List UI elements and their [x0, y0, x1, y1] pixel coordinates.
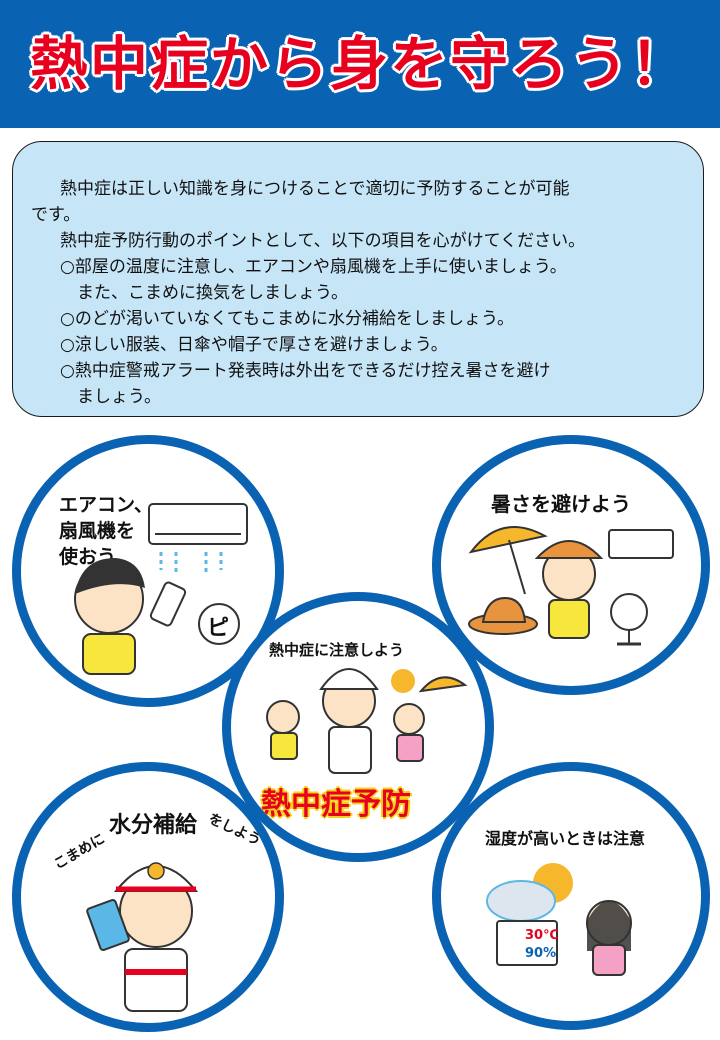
intro-line: 熱中症予防行動のポイントとして、以下の項目を心がけてください。 [43, 231, 586, 251]
intro-line: ○のどが渇いていなくてもこまめに水分補給をしましょう。 [43, 309, 514, 329]
page-title: 熱中症から身を守ろう！ [29, 30, 690, 98]
remote-icon [149, 581, 187, 627]
parasol-icon [468, 526, 548, 595]
avoid-heat-illustration: 暑さを避けよう [432, 435, 710, 695]
center-caption: 熱中症に注意しよう [269, 641, 405, 659]
child-icon [266, 700, 300, 760]
parasol-icon [418, 676, 468, 693]
girl-icon [586, 900, 632, 976]
aircon-illustration: エアコン、 扇風機を 使おう ピ [12, 435, 284, 707]
thermometer-panel-icon [496, 920, 558, 966]
intro-line: です。 [31, 205, 81, 225]
center-illustration: 熱中症に注意しよう 熱中症予防 [222, 592, 494, 862]
speech-bubble-icon [198, 603, 240, 645]
sun-icon [391, 669, 415, 693]
girl-icon [393, 703, 425, 762]
intro-line: ○熱中症警戒アラート発表時は外出をできるだけ控え暑さを避け [43, 361, 551, 381]
child-icon [534, 540, 604, 639]
humidity-caption: 湿度が高いときは注意 [485, 829, 646, 848]
water-glass-icon [86, 899, 130, 951]
temperature-readout: 30℃ [525, 928, 559, 943]
humidity-illustration: 湿度が高いときは注意 30℃ 90% [432, 762, 710, 1030]
water-illustration: こまめに 水分補給 をしよう [12, 762, 284, 1032]
aircon-caption-1: エアコン、 [59, 494, 153, 516]
aircon-caption-2: 扇風機を [59, 520, 136, 542]
intro-line: 熱中症は正しい知識を身につけることで適切に予防することが可能 [43, 179, 570, 199]
intro-line: ○部屋の温度に注意し、エアコンや扇風機を上手に使いましょう。 [43, 257, 567, 277]
prevention-banner: 熱中症予防 [261, 787, 411, 822]
air-conditioner-icon [148, 503, 248, 574]
avoid-heat-caption: 暑さを避けよう [491, 492, 631, 516]
boy-icon [74, 558, 145, 675]
humidity-readout: 90% [525, 946, 557, 961]
rescuer-icon [113, 862, 199, 1012]
intro-line: ○涼しい服装、日傘や帽子で厚さを避けましょう。 [43, 335, 448, 355]
intro-line: ましょう。 [43, 387, 161, 407]
cloud-icon [486, 880, 556, 922]
water-caption-main: 水分補給 [109, 813, 198, 838]
title-banner: 熱中症から身を守ろう！ [0, 0, 720, 128]
intro-line: また、こまめに換気をしましょう。 [43, 283, 348, 303]
hat-icon [468, 596, 538, 635]
air-conditioner-icon [608, 529, 674, 559]
intro-panel: 熱中症は正しい知識を身につけることで適切に予防することが可能 です。 熱中症予防… [12, 141, 704, 417]
rescuer-icon [319, 668, 379, 774]
fan-icon [610, 593, 648, 646]
remote-beep-text: ピ [207, 616, 230, 641]
